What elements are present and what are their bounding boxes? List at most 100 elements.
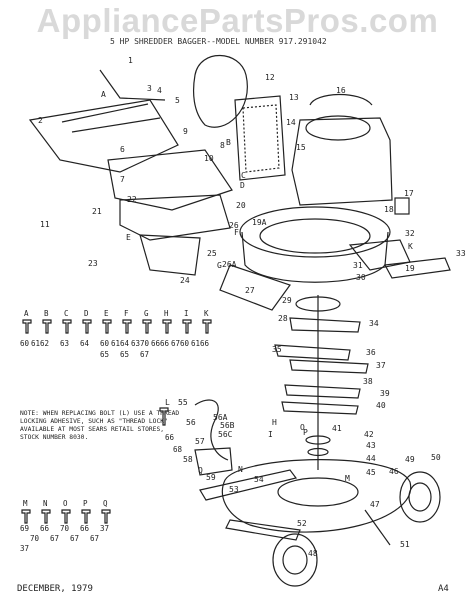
legend-ref-o-0: 70 xyxy=(60,524,70,533)
callout-letter-b: B xyxy=(226,138,231,147)
callout-19: 19 xyxy=(405,264,415,273)
callout-41: 41 xyxy=(332,424,342,433)
legend-ref-k-0: 66 xyxy=(200,339,210,348)
engine-shroud xyxy=(309,93,373,106)
callout-10: 10 xyxy=(204,154,214,163)
legend-ref-g-1: 66 xyxy=(151,339,161,348)
legend-ref-q-0: 37 xyxy=(100,524,109,533)
legend-ref-e-2: 65 xyxy=(100,350,109,359)
callout-52: 52 xyxy=(297,519,307,528)
legend-ref-b-0: 62 xyxy=(40,339,49,348)
callout-26a: 26A xyxy=(222,260,237,269)
frame-52 xyxy=(225,519,301,541)
callout-3: 3 xyxy=(147,84,152,93)
callout-26: 26 xyxy=(229,221,239,230)
callout-4: 4 xyxy=(157,86,162,95)
rotor-housing-18 xyxy=(239,206,391,258)
legend-letter-m: M xyxy=(23,499,28,508)
hardware-glyphs-row2 xyxy=(21,509,111,524)
note-bolt-letter: L xyxy=(165,398,170,407)
legend-letter-i: I xyxy=(184,309,189,318)
legend-letter-a: A xyxy=(24,309,29,318)
callout-16: 16 xyxy=(336,86,346,95)
legend-ref-g-2: 67 xyxy=(140,350,149,359)
wheel-49-left xyxy=(272,533,318,587)
callout-5: 5 xyxy=(175,96,180,105)
wheel-49-right xyxy=(399,471,441,523)
deflector-24 xyxy=(139,234,201,276)
callout-11: 11 xyxy=(40,220,50,229)
callout-letter-f: F xyxy=(234,228,239,237)
callout-letter-e: E xyxy=(126,233,131,242)
bolt-L-glyph xyxy=(159,407,169,426)
callout-6: 6 xyxy=(120,145,125,154)
legend-letter-o: O xyxy=(63,499,68,508)
legend-ref-e-0: 60 xyxy=(100,339,110,348)
rail-53 xyxy=(199,469,298,501)
legend-ref-p-0: 66 xyxy=(80,524,90,533)
housing-22 xyxy=(119,194,231,241)
callout-letter-o: O xyxy=(300,423,305,432)
screen-mesh xyxy=(242,104,280,173)
rotor-body xyxy=(241,231,389,283)
callout-24: 24 xyxy=(180,276,190,285)
callout-46: 46 xyxy=(389,467,399,476)
legend-ref-d-0: 64 xyxy=(80,339,90,348)
legend-letter-g: G xyxy=(144,309,149,318)
callout-letter-c: C xyxy=(241,171,246,180)
callout-letter-h: H xyxy=(272,418,277,427)
housing-7 xyxy=(107,149,233,211)
callout-13: 13 xyxy=(289,93,299,102)
callout-1: 1 xyxy=(128,56,133,65)
callout-letter-i: I xyxy=(268,430,273,439)
legend-ref-o-1: 67 xyxy=(70,534,79,543)
callout-23: 23 xyxy=(88,259,98,268)
callout-40: 40 xyxy=(376,401,386,410)
callout-letter-k: K xyxy=(408,242,413,251)
callout-27: 27 xyxy=(245,286,255,295)
callout-56a: 56A xyxy=(213,413,228,422)
callout-45: 45 xyxy=(366,468,376,477)
callout-56b: 56B xyxy=(220,421,235,430)
legend-ref-a-0: 60 xyxy=(20,339,30,348)
legend-ref-l-0: 66 xyxy=(165,433,175,442)
axle-51 xyxy=(364,509,391,546)
legend-ref-f-0: 64 xyxy=(120,339,130,348)
legend-ref-a-1: 61 xyxy=(31,339,40,348)
legend-ref-e-1: 61 xyxy=(111,339,120,348)
callout-44: 44 xyxy=(366,454,376,463)
legend-ref-g-0: 70 xyxy=(140,339,150,348)
callout-2: 2 xyxy=(38,116,43,125)
rotor-housing-inner xyxy=(259,218,371,254)
callout-43: 43 xyxy=(366,441,376,450)
callout-7: 7 xyxy=(120,175,125,184)
legend-letter-e: E xyxy=(104,309,109,318)
callout-18: 18 xyxy=(384,205,394,214)
callout-56c: 56C xyxy=(218,430,233,439)
chute-hopper-2 xyxy=(61,103,161,133)
diagram-title: 5 HP SHREDDER BAGGER--MODEL NUMBER 917.2… xyxy=(110,37,327,46)
washer-42 xyxy=(305,435,331,445)
callout-32: 32 xyxy=(405,229,415,238)
callout-14: 14 xyxy=(286,118,296,127)
callout-34: 34 xyxy=(369,319,379,328)
callout-50: 50 xyxy=(431,453,441,462)
callout-57: 57 xyxy=(195,437,205,446)
callout-51: 51 xyxy=(400,540,410,549)
callout-25: 25 xyxy=(207,249,217,258)
callout-38: 38 xyxy=(363,377,373,386)
muffler-17 xyxy=(394,197,410,215)
callout-letter-a: A xyxy=(101,90,106,99)
callout-letter-n: N xyxy=(238,465,243,474)
legend-letter-p: P xyxy=(83,499,88,508)
flail-34 xyxy=(289,317,361,333)
cable-55 xyxy=(194,399,229,461)
watermark-logo: AppliancePartsPros.com xyxy=(36,2,439,39)
callout-letter-m: M xyxy=(345,474,350,483)
legend-letter-h: H xyxy=(164,309,169,318)
callout-53: 53 xyxy=(229,485,239,494)
legend-ref-i-1: 61 xyxy=(191,339,200,348)
switch-58 xyxy=(194,447,233,476)
